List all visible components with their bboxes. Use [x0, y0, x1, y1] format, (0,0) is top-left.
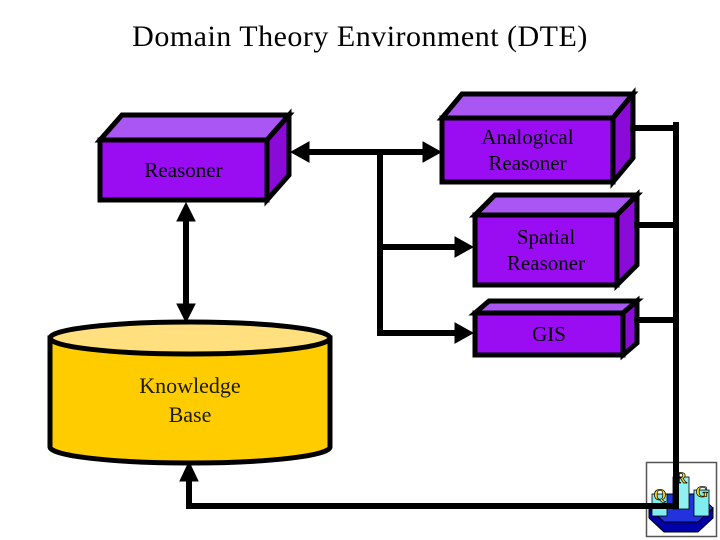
edge-bus-to-kb [189, 122, 679, 509]
spatial-reasoner-box [468, 188, 644, 292]
box-top-face [468, 192, 644, 218]
logo-letter-g: G [696, 484, 709, 501]
arrowhead-spatial [454, 236, 475, 258]
gis-box [468, 295, 644, 361]
slide-title: Domain Theory Environment (DTE) [132, 20, 588, 53]
box-top-face [94, 112, 295, 143]
connectors [176, 122, 679, 509]
arrowhead-gis [454, 322, 475, 344]
box-front-face [472, 212, 620, 288]
reasoner-box [94, 108, 295, 207]
qrg-logo: Q R G [645, 461, 718, 538]
cylinder-body [47, 335, 333, 466]
arrowhead-right [422, 141, 443, 163]
box-top-face [436, 91, 639, 121]
box-side-face [614, 188, 640, 292]
arrowhead-kb [179, 460, 199, 482]
knowledge-base-cylinder [47, 319, 333, 466]
analogical-reasoner-box [436, 87, 639, 189]
arrowhead-down [176, 303, 196, 324]
box-front-face [439, 115, 616, 185]
logo-pedestal-right [693, 489, 710, 517]
cylinder-top-face [47, 319, 333, 357]
box-front-face [472, 310, 626, 358]
box-front-face [97, 137, 270, 203]
arrowhead-up [176, 201, 196, 222]
logo-letter-q: Q [654, 487, 666, 504]
arrowhead-left [289, 141, 310, 163]
